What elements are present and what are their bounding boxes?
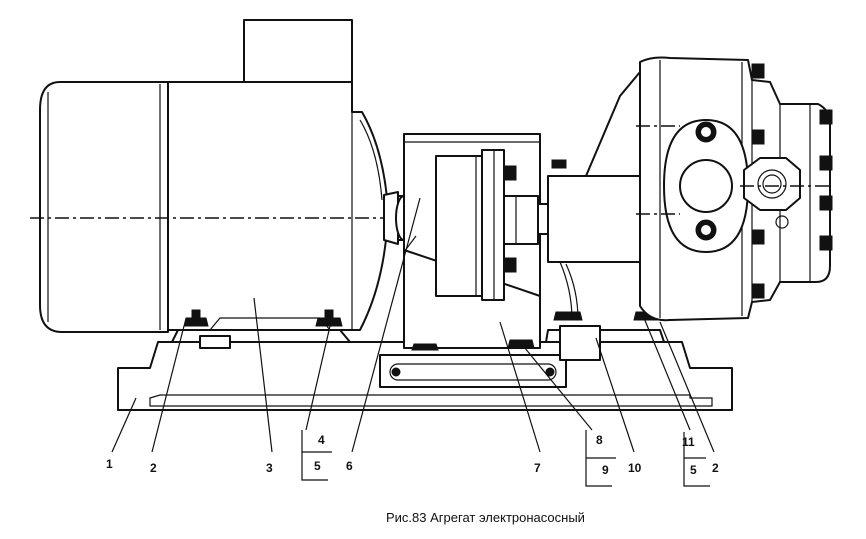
- base-slot-plate: [379, 354, 567, 388]
- callout-9: 9: [602, 463, 609, 477]
- figure-caption: Рис.83 Агрегат электронасосный: [386, 510, 585, 525]
- callout-3: 3: [266, 461, 273, 475]
- bearing-pedestal: [403, 133, 549, 351]
- callout-8: 8: [596, 433, 603, 447]
- callout-6: 6: [346, 459, 353, 473]
- callout-5-right: 5: [690, 463, 697, 477]
- leader-lines: [111, 197, 715, 487]
- pump-body: [545, 56, 833, 361]
- electric-motor: [39, 19, 389, 333]
- callout-10: 10: [628, 461, 642, 475]
- motor-feet: [171, 329, 351, 349]
- callout-11: 11: [682, 435, 695, 449]
- callout-5-left: 5: [314, 459, 321, 473]
- callout-7: 7: [534, 461, 541, 475]
- callout-1: 1: [106, 457, 113, 471]
- callout-2-left: 2: [150, 461, 157, 475]
- callout-labels: 1 2 3 4 5 6 7 8 9 10 11 5 2: [106, 433, 719, 477]
- callout-2-right: 2: [712, 461, 719, 475]
- nozzle-stud: [551, 159, 567, 169]
- callout-4: 4: [318, 433, 325, 447]
